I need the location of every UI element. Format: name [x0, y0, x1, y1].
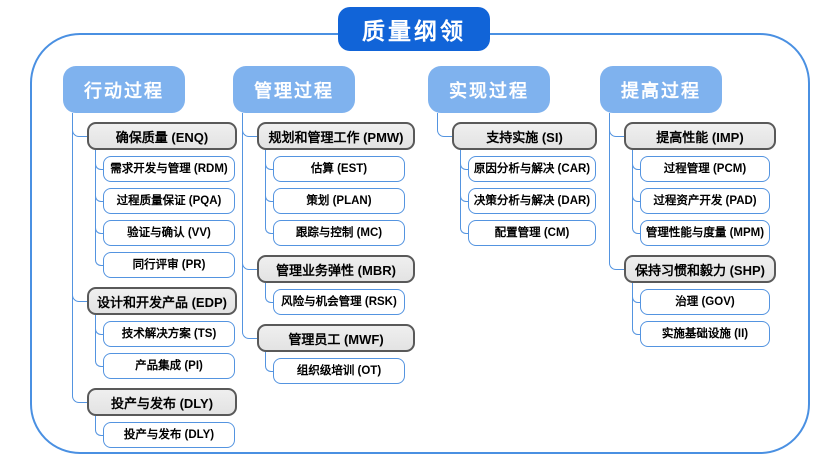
practice-box: 需求开发与管理 (RDM) — [103, 156, 235, 182]
column-header: 行动过程 — [63, 66, 185, 113]
process-area-group: 规划和管理工作 (PMW) 估算 (EST) 策划 (PLAN) 跟踪与控制 (… — [242, 113, 415, 246]
practice-box: 原因分析与解决 (CAR) — [468, 156, 596, 182]
process-area-box: 设计和开发产品 (EDP) — [87, 287, 237, 315]
process-area-group: 保持习惯和毅力 (SHP) 治理 (GOV) 实施基础设施 (II) — [609, 246, 776, 347]
process-area-group: 管理员工 (MWF) 组织级培训 (OT) — [242, 315, 415, 384]
diagram-title: 质量纲领 — [338, 7, 490, 51]
practice-box: 投产与发布 (DLY) — [103, 422, 235, 448]
process-area-box: 投产与发布 (DLY) — [87, 388, 237, 416]
practice-box: 管理性能与度量 (MPM) — [640, 220, 770, 246]
process-column-improvement: 提高过程 提高性能 (IMP) 过程管理 (PCM) 过程资产开发 (PAD) … — [600, 66, 776, 347]
process-area-box: 管理员工 (MWF) — [257, 324, 415, 352]
practice-box: 过程管理 (PCM) — [640, 156, 770, 182]
process-column-management: 管理过程 规划和管理工作 (PMW) 估算 (EST) 策划 (PLAN) 跟踪… — [233, 66, 415, 384]
practice-box: 验证与确认 (VV) — [103, 220, 235, 246]
process-area-group: 提高性能 (IMP) 过程管理 (PCM) 过程资产开发 (PAD) 管理性能与… — [609, 113, 776, 246]
practice-box: 治理 (GOV) — [640, 289, 770, 315]
process-area-group: 管理业务弹性 (MBR) 风险与机会管理 (RSK) — [242, 246, 415, 315]
process-area-group: 投产与发布 (DLY) 投产与发布 (DLY) — [72, 379, 237, 448]
practice-box: 过程质量保证 (PQA) — [103, 188, 235, 214]
practice-box: 估算 (EST) — [273, 156, 405, 182]
process-area-box: 支持实施 (SI) — [452, 122, 597, 150]
practice-box: 过程资产开发 (PAD) — [640, 188, 770, 214]
process-area-box: 保持习惯和毅力 (SHP) — [624, 255, 776, 283]
process-area-group: 确保质量 (ENQ) 需求开发与管理 (RDM) 过程质量保证 (PQA) 验证… — [72, 113, 237, 278]
process-area-group: 设计和开发产品 (EDP) 技术解决方案 (TS) 产品集成 (PI) — [72, 278, 237, 379]
practice-box: 组织级培训 (OT) — [273, 358, 405, 384]
process-column-action: 行动过程 确保质量 (ENQ) 需求开发与管理 (RDM) 过程质量保证 (PQ… — [63, 66, 237, 448]
process-area-box: 确保质量 (ENQ) — [87, 122, 237, 150]
column-header: 提高过程 — [600, 66, 722, 113]
practice-box: 策划 (PLAN) — [273, 188, 405, 214]
practice-box: 同行评审 (PR) — [103, 252, 235, 278]
practice-box: 产品集成 (PI) — [103, 353, 235, 379]
practice-box: 技术解决方案 (TS) — [103, 321, 235, 347]
process-area-box: 提高性能 (IMP) — [624, 122, 776, 150]
process-area-box: 规划和管理工作 (PMW) — [257, 122, 415, 150]
process-area-group: 支持实施 (SI) 原因分析与解决 (CAR) 决策分析与解决 (DAR) 配置… — [437, 113, 597, 246]
column-header: 管理过程 — [233, 66, 355, 113]
practice-box: 风险与机会管理 (RSK) — [273, 289, 405, 315]
column-header: 实现过程 — [428, 66, 550, 113]
practice-box: 决策分析与解决 (DAR) — [468, 188, 596, 214]
practice-box: 跟踪与控制 (MC) — [273, 220, 405, 246]
process-area-box: 管理业务弹性 (MBR) — [257, 255, 415, 283]
practice-box: 配置管理 (CM) — [468, 220, 596, 246]
practice-box: 实施基础设施 (II) — [640, 321, 770, 347]
process-column-implementation: 实现过程 支持实施 (SI) 原因分析与解决 (CAR) 决策分析与解决 (DA… — [428, 66, 597, 246]
